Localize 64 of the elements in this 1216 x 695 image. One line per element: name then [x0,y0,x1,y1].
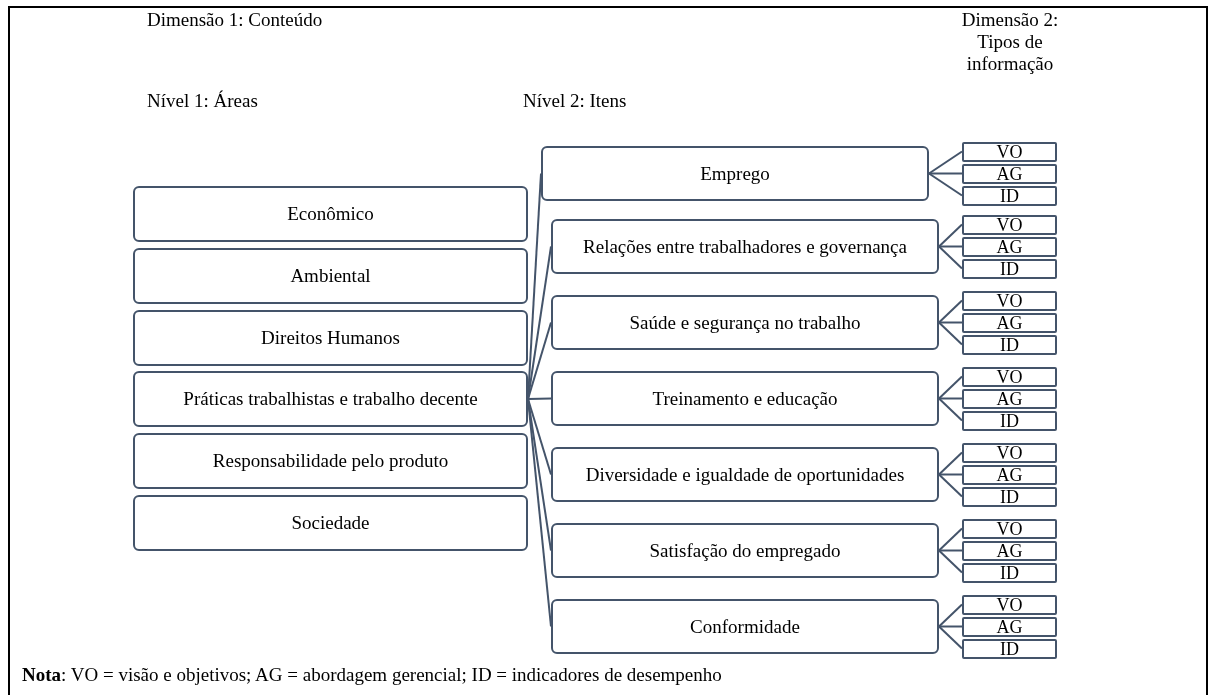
info-type-box: AG [962,388,1057,409]
info-type-box: ID [962,258,1057,279]
connector-line [527,397,552,400]
info-type-box: AG [962,236,1057,257]
item-box: Emprego [541,146,929,201]
area-box: Ambiental [133,248,528,304]
connector-line [938,603,963,628]
info-type-box: AG [962,163,1057,184]
item-box: Treinamento e educação [551,371,939,426]
info-type-box: VO [962,366,1057,387]
dimension-heading: Dimensão 1: Conteúdo [147,9,323,31]
info-type-box: VO [962,214,1057,235]
level-heading: Nível 1: Áreas [147,90,258,112]
area-box: Sociedade [133,495,528,551]
info-type-box: VO [962,442,1057,463]
info-type-box: VO [962,518,1057,539]
connector-line [938,473,963,476]
connector-line [938,223,963,248]
area-box: Econômico [133,186,528,242]
connector-line [928,172,963,197]
item-box: Relações entre trabalhadores e governança [551,219,939,274]
info-type-box: ID [962,334,1057,355]
level-heading: Nível 2: Itens [523,90,627,112]
connector-line [938,473,963,498]
info-type-box: AG [962,616,1057,637]
area-box: Direitos Humanos [133,310,528,366]
connector-line [527,321,552,400]
item-box: Diversidade e igualdade de oportunidades [551,447,939,502]
info-type-box: VO [962,290,1057,311]
item-box: Conformidade [551,599,939,654]
connector-line [938,321,963,346]
area-box: Responsabilidade pelo produto [133,433,528,489]
connector-line [938,375,963,400]
info-type-box: AG [962,312,1057,333]
info-type-box: VO [962,594,1057,615]
connector-line [938,549,963,552]
connector-line [938,625,963,650]
connector-line [938,245,963,248]
connector-line [527,398,552,476]
info-type-box: ID [962,562,1057,583]
info-type-box: AG [962,540,1057,561]
connector-line [938,299,963,324]
connector-line [938,527,963,552]
item-box: Saúde e segurança no trabalho [551,295,939,350]
area-box: Práticas trabalhistas e trabalho decente [133,371,528,427]
info-type-box: VO [962,141,1057,162]
connector-line [928,150,963,175]
info-type-box: ID [962,410,1057,431]
connector-line [938,321,963,324]
connector-line [938,245,963,270]
info-type-box: AG [962,464,1057,485]
item-box: Satisfação do empregado [551,523,939,578]
info-type-box: ID [962,486,1057,507]
note-text: Nota: VO = visão e objetivos; AG = abordagem gerencial; ID = indicadores de desempenho [22,664,722,686]
connector-line [938,397,963,400]
connector-line [938,625,963,628]
info-type-box: ID [962,185,1057,206]
connector-line [928,172,963,175]
connector-line [938,451,963,476]
dimension-heading: Dimensão 2: Tipos de informação [960,9,1060,75]
info-type-box: ID [962,638,1057,659]
connector-line [938,549,963,574]
connector-line [527,398,552,628]
connector-line [938,397,963,422]
